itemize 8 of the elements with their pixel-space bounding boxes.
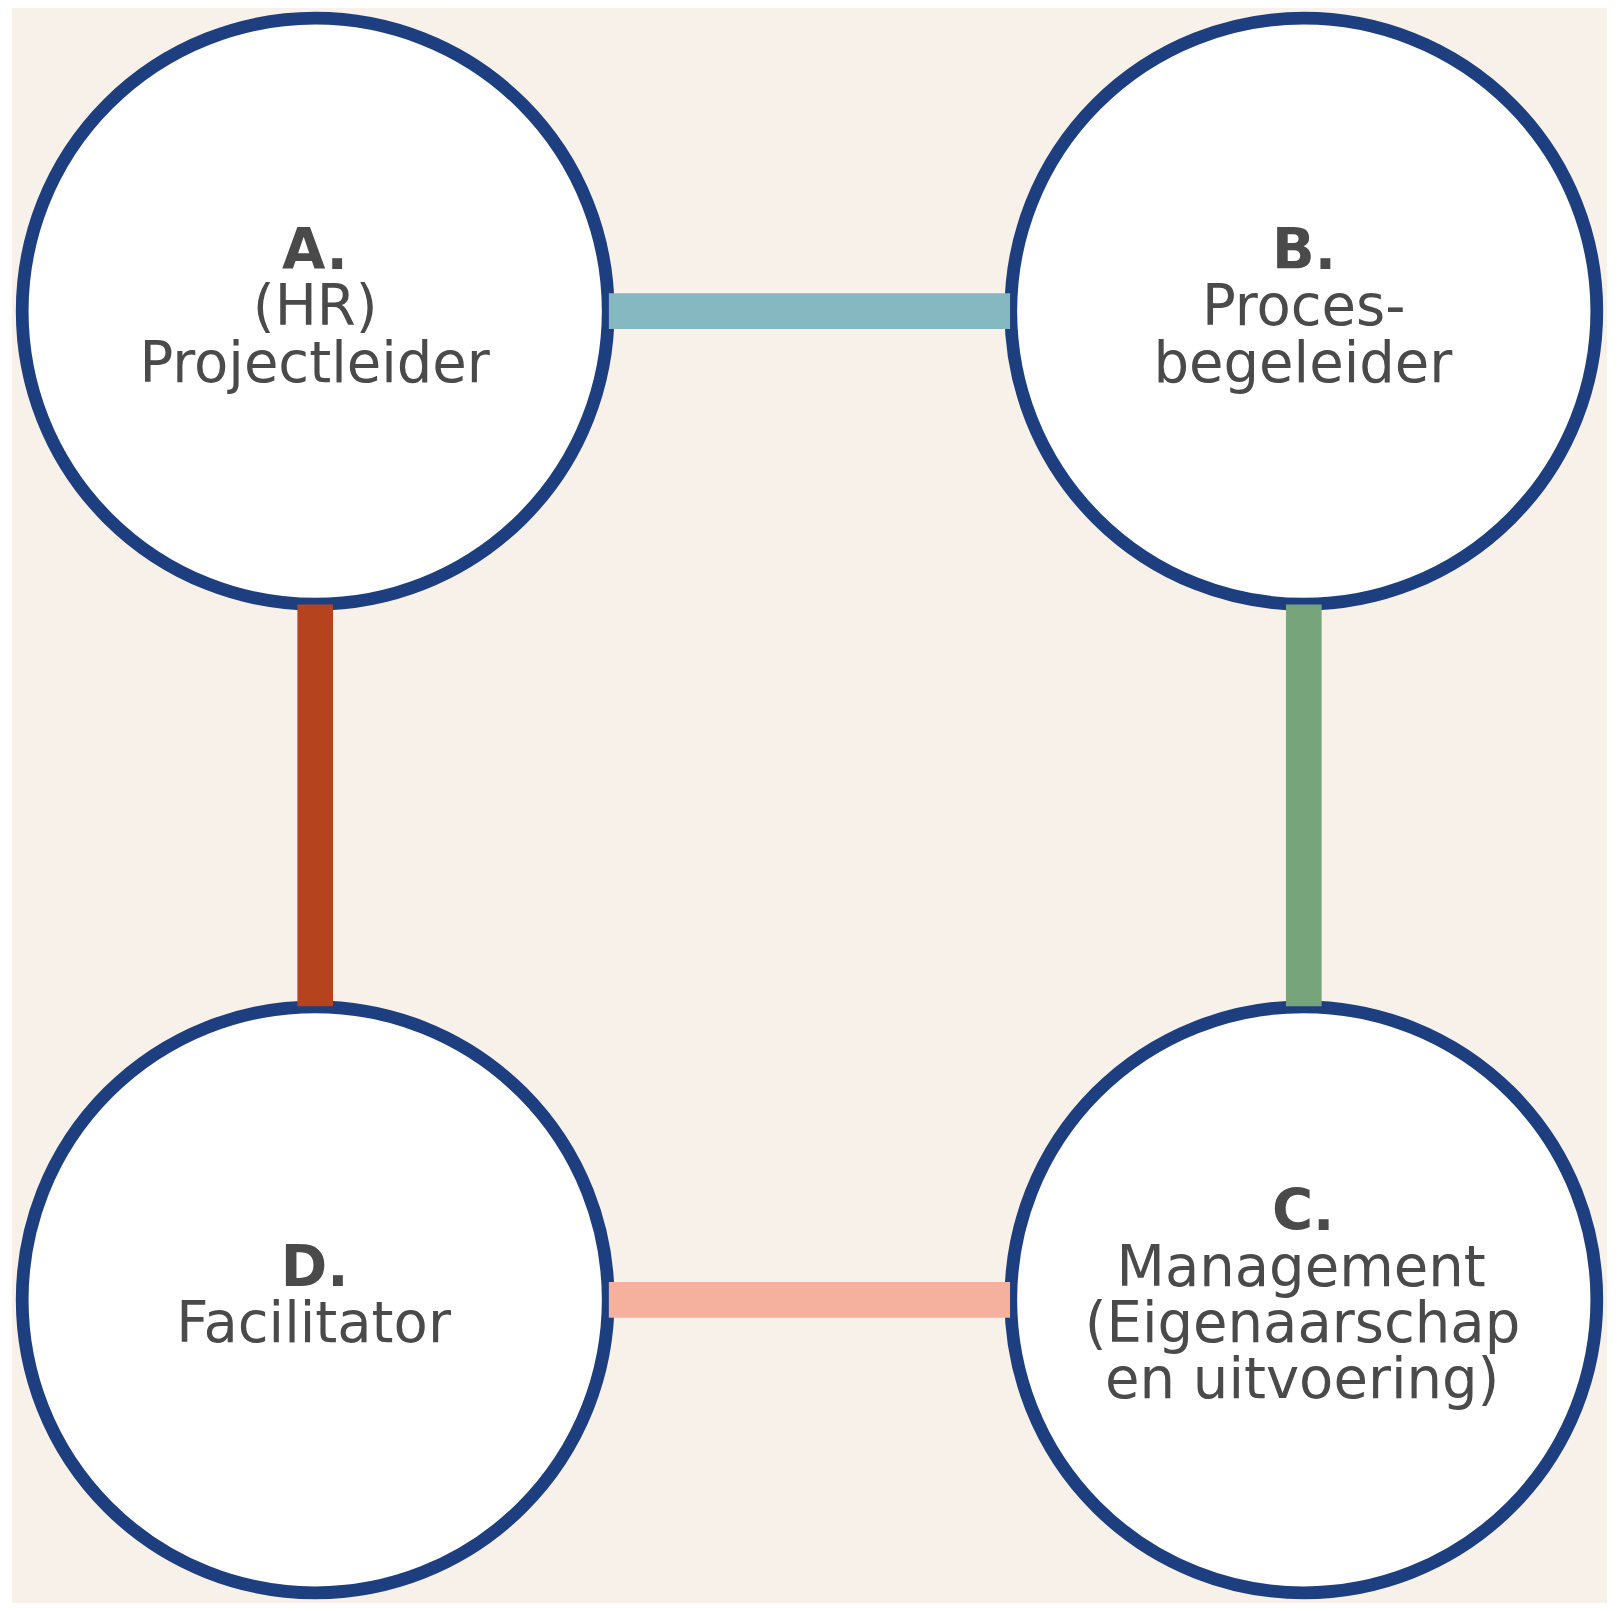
- connector: [1285, 604, 1322, 1007]
- node-circle: A. (HR) Projectleider: [15, 11, 615, 611]
- connector: [608, 1281, 1011, 1318]
- node-circle: C. Management (Eigenaarschap en uitvoering): [1004, 1000, 1604, 1600]
- connector: [608, 293, 1011, 330]
- node-circle: D. Facilitator: [15, 1000, 615, 1600]
- node-circle: B. Proces- begeleider: [1004, 11, 1604, 611]
- connector: [297, 604, 334, 1007]
